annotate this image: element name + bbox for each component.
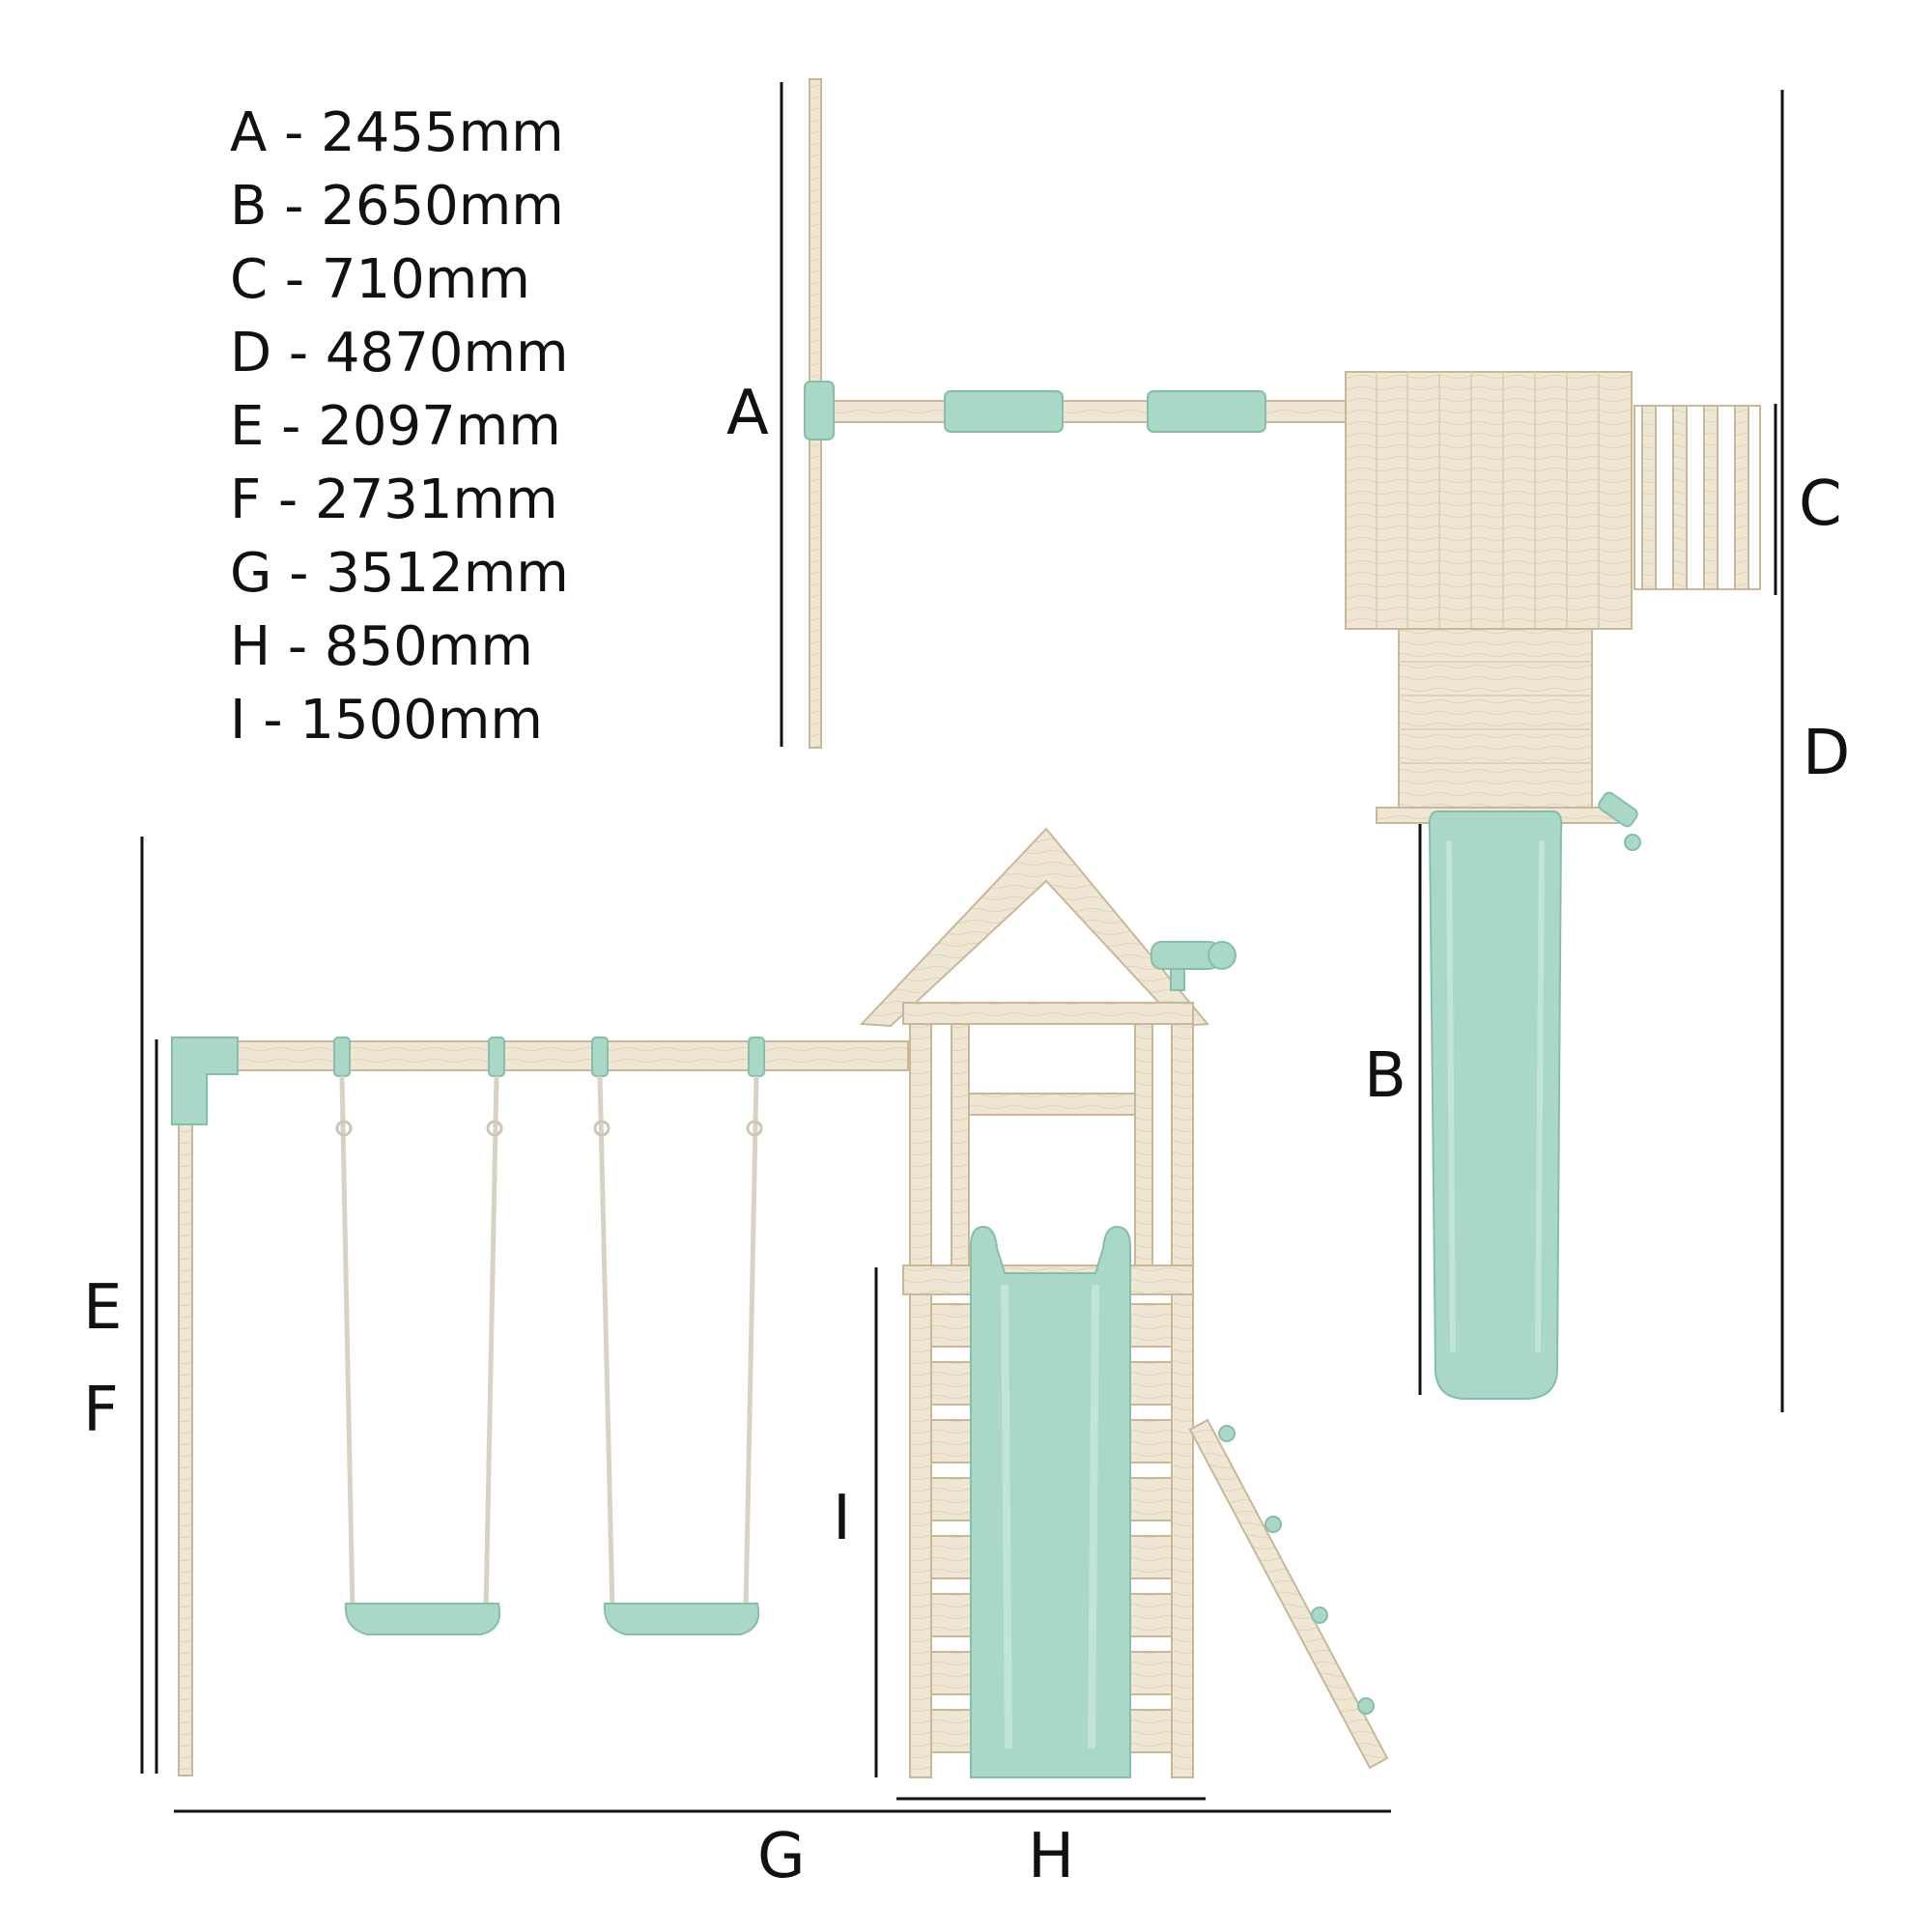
top-view-bracket	[804, 381, 835, 440]
top-view-platform	[1398, 628, 1593, 809]
legend-item-a: A - 2455mm	[230, 101, 564, 164]
front-view-frame-leg	[178, 1118, 193, 1776]
swing-seat-1	[344, 1603, 501, 1635]
top-view-swing-seat-1	[944, 390, 1064, 433]
label-b: B	[1364, 1040, 1406, 1112]
front-view-corner-bracket	[171, 1037, 239, 1125]
legend-item-h: H - 850mm	[230, 615, 533, 678]
label-c: C	[1799, 469, 1842, 540]
dimension-lines	[140, 82, 1784, 1813]
legend-item-c: C - 710mm	[230, 248, 530, 311]
legend-item-i: I - 1500mm	[230, 689, 543, 752]
legend-item-e: E - 2097mm	[230, 395, 561, 458]
legend-item-g: G - 3512mm	[230, 542, 569, 605]
top-view	[804, 78, 1761, 1400]
dimension-legend: A - 2455mm B - 2650mm C - 710mm D - 4870…	[230, 97, 569, 757]
legend-item-d: D - 4870mm	[230, 322, 569, 384]
tower-roof	[859, 827, 1210, 1028]
top-view-swing-seat-2	[1147, 390, 1266, 433]
front-view	[171, 827, 1389, 1778]
top-view-ladder	[1634, 405, 1761, 590]
front-view-telescope-icon	[1151, 941, 1236, 991]
label-g: G	[757, 1821, 806, 1892]
tower-post-right	[1171, 1023, 1194, 1778]
front-view-slide	[970, 1225, 1131, 1778]
label-e: E	[83, 1272, 123, 1344]
top-view-roof	[1345, 371, 1633, 630]
front-view-ladder	[1188, 1418, 1389, 1770]
label-a: A	[726, 378, 769, 449]
swing-ropes	[339, 1075, 759, 1612]
label-d: D	[1803, 718, 1851, 789]
legend-item-f: F - 2731mm	[230, 469, 558, 531]
label-i: I	[833, 1483, 851, 1554]
top-view-swing-beam	[810, 400, 1353, 423]
tower-post-left	[909, 1023, 932, 1778]
label-h: H	[1028, 1821, 1075, 1892]
top-view-slide	[1428, 810, 1563, 1400]
label-f: F	[83, 1375, 119, 1446]
legend-item-b: B - 2650mm	[230, 175, 564, 238]
top-view-telescope-icon	[1598, 791, 1641, 851]
front-view-swing-beam	[173, 1040, 909, 1071]
swing-seat-2	[603, 1603, 760, 1635]
